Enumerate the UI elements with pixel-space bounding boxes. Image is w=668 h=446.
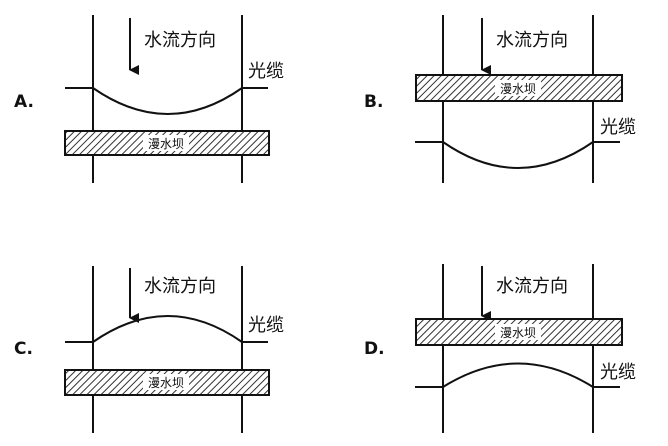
flow-direction-label: 水流方向 [496,30,568,51]
cable-line [415,362,620,388]
cable-line [65,87,268,115]
dam-label: 漫水坝 [500,82,536,96]
dam-label-bg [143,135,189,151]
flow-direction-label: 水流方向 [496,276,568,297]
dam-label-bg [495,80,541,96]
dam-label: 漫水坝 [500,326,536,340]
cable-label: 光缆 [600,362,636,383]
cable-label: 光缆 [600,117,636,138]
cable-line [65,315,268,343]
dam-label-bg [495,324,541,340]
cable-label: 光缆 [248,315,284,336]
option-c-letter: C. [14,339,33,359]
flow-direction-label: 水流方向 [144,30,216,51]
option-a-letter: A. [14,92,34,112]
option-d[interactable]: D. 水流方向 漫水坝 光缆 [364,264,636,433]
dam-label: 漫水坝 [148,137,184,151]
option-b-letter: B. [364,92,383,112]
option-c[interactable]: C. 水流方向 光缆 漫水坝 [14,266,284,433]
option-d-letter: D. [364,339,385,359]
cable-label: 光缆 [248,61,284,82]
option-a[interactable]: A. 水流方向 光缆 漫水坝 [14,15,284,183]
dam-label: 漫水坝 [148,376,184,390]
dam-rect [64,369,270,396]
cable-line [415,141,620,169]
dam-label-bg [143,374,189,390]
flow-direction-label: 水流方向 [144,276,216,297]
option-b[interactable]: B. 水流方向 漫水坝 光缆 [364,15,636,183]
